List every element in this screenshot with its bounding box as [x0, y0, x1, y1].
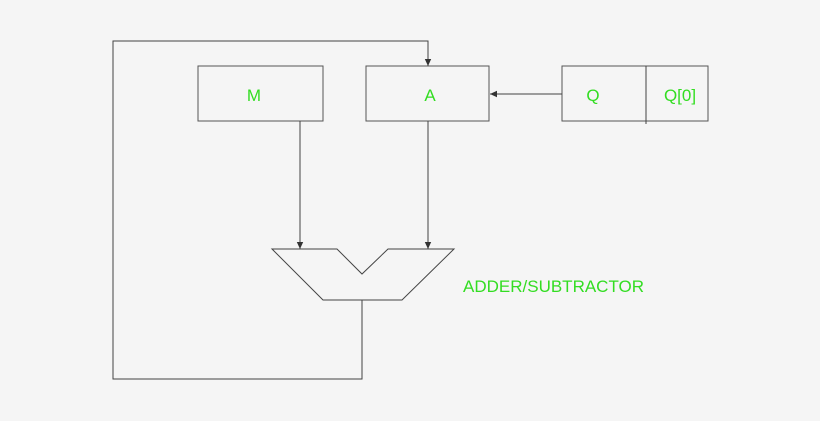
register-a-box: [365, 65, 490, 122]
feedback-to-a-arrow: [112, 40, 432, 380]
register-q-box: [561, 65, 709, 122]
adder-subtractor-unit: [270, 248, 456, 301]
register-q-label: Q: [586, 86, 599, 105]
register-a: A: [365, 65, 490, 122]
register-q0-label: Q[0]: [664, 86, 696, 105]
register-m-box: [197, 65, 324, 122]
register-m-label: M: [247, 86, 261, 105]
register-m: M: [197, 65, 324, 122]
register-q: Q Q[0]: [561, 65, 709, 124]
adder-subtractor-label: ADDER/SUBTRACTOR: [463, 277, 644, 296]
register-a-label: A: [424, 86, 436, 105]
